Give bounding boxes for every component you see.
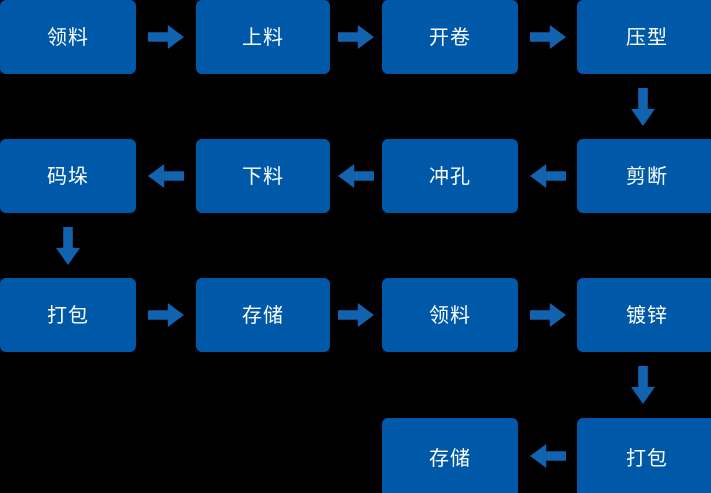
process-node-n12[interactable]: 镀锌	[577, 278, 711, 352]
process-node-label: 压型	[626, 25, 668, 49]
process-node-n11[interactable]: 领料	[382, 278, 518, 352]
flow-arrow-right-icon	[148, 303, 184, 327]
process-node-n6[interactable]: 下料	[196, 139, 330, 213]
process-node-n13[interactable]: 存储	[382, 418, 518, 493]
process-node-label: 领料	[429, 303, 471, 327]
process-node-label: 上料	[242, 25, 284, 49]
process-node-label: 领料	[47, 25, 89, 49]
process-node-label: 打包	[626, 446, 668, 470]
process-node-label: 存储	[242, 303, 284, 327]
process-node-label: 剪断	[626, 164, 668, 188]
flow-arrow-right-icon	[148, 25, 184, 49]
process-node-n10[interactable]: 存储	[196, 278, 330, 352]
flow-arrow-right-icon	[530, 303, 566, 327]
flow-arrow-right-icon	[530, 25, 566, 49]
flow-arrow-left-icon	[338, 164, 374, 188]
process-node-n9[interactable]: 打包	[0, 278, 136, 352]
flow-arrow-down-icon	[631, 88, 655, 126]
process-node-n2[interactable]: 上料	[196, 0, 330, 74]
flow-arrow-right-icon	[338, 303, 374, 327]
flow-arrow-right-icon	[338, 25, 374, 49]
process-node-label: 开卷	[429, 25, 471, 49]
process-node-n7[interactable]: 冲孔	[382, 139, 518, 213]
flow-arrow-left-icon	[148, 164, 184, 188]
process-node-n3[interactable]: 开卷	[382, 0, 518, 74]
flow-arrow-down-icon	[631, 366, 655, 404]
process-node-n8[interactable]: 剪断	[577, 139, 711, 213]
process-node-label: 打包	[47, 303, 89, 327]
process-node-n1[interactable]: 领料	[0, 0, 136, 74]
process-node-label: 下料	[242, 164, 284, 188]
flow-arrow-left-icon	[530, 444, 566, 468]
flow-arrow-down-icon	[56, 227, 80, 265]
process-node-n5[interactable]: 码垛	[0, 139, 136, 213]
process-node-label: 码垛	[47, 164, 89, 188]
process-node-n14[interactable]: 打包	[577, 418, 711, 493]
flow-arrow-left-icon	[530, 164, 566, 188]
process-node-label: 冲孔	[429, 164, 471, 188]
process-node-label: 镀锌	[626, 303, 668, 327]
process-node-n4[interactable]: 压型	[577, 0, 711, 74]
process-node-label: 存储	[429, 446, 471, 470]
